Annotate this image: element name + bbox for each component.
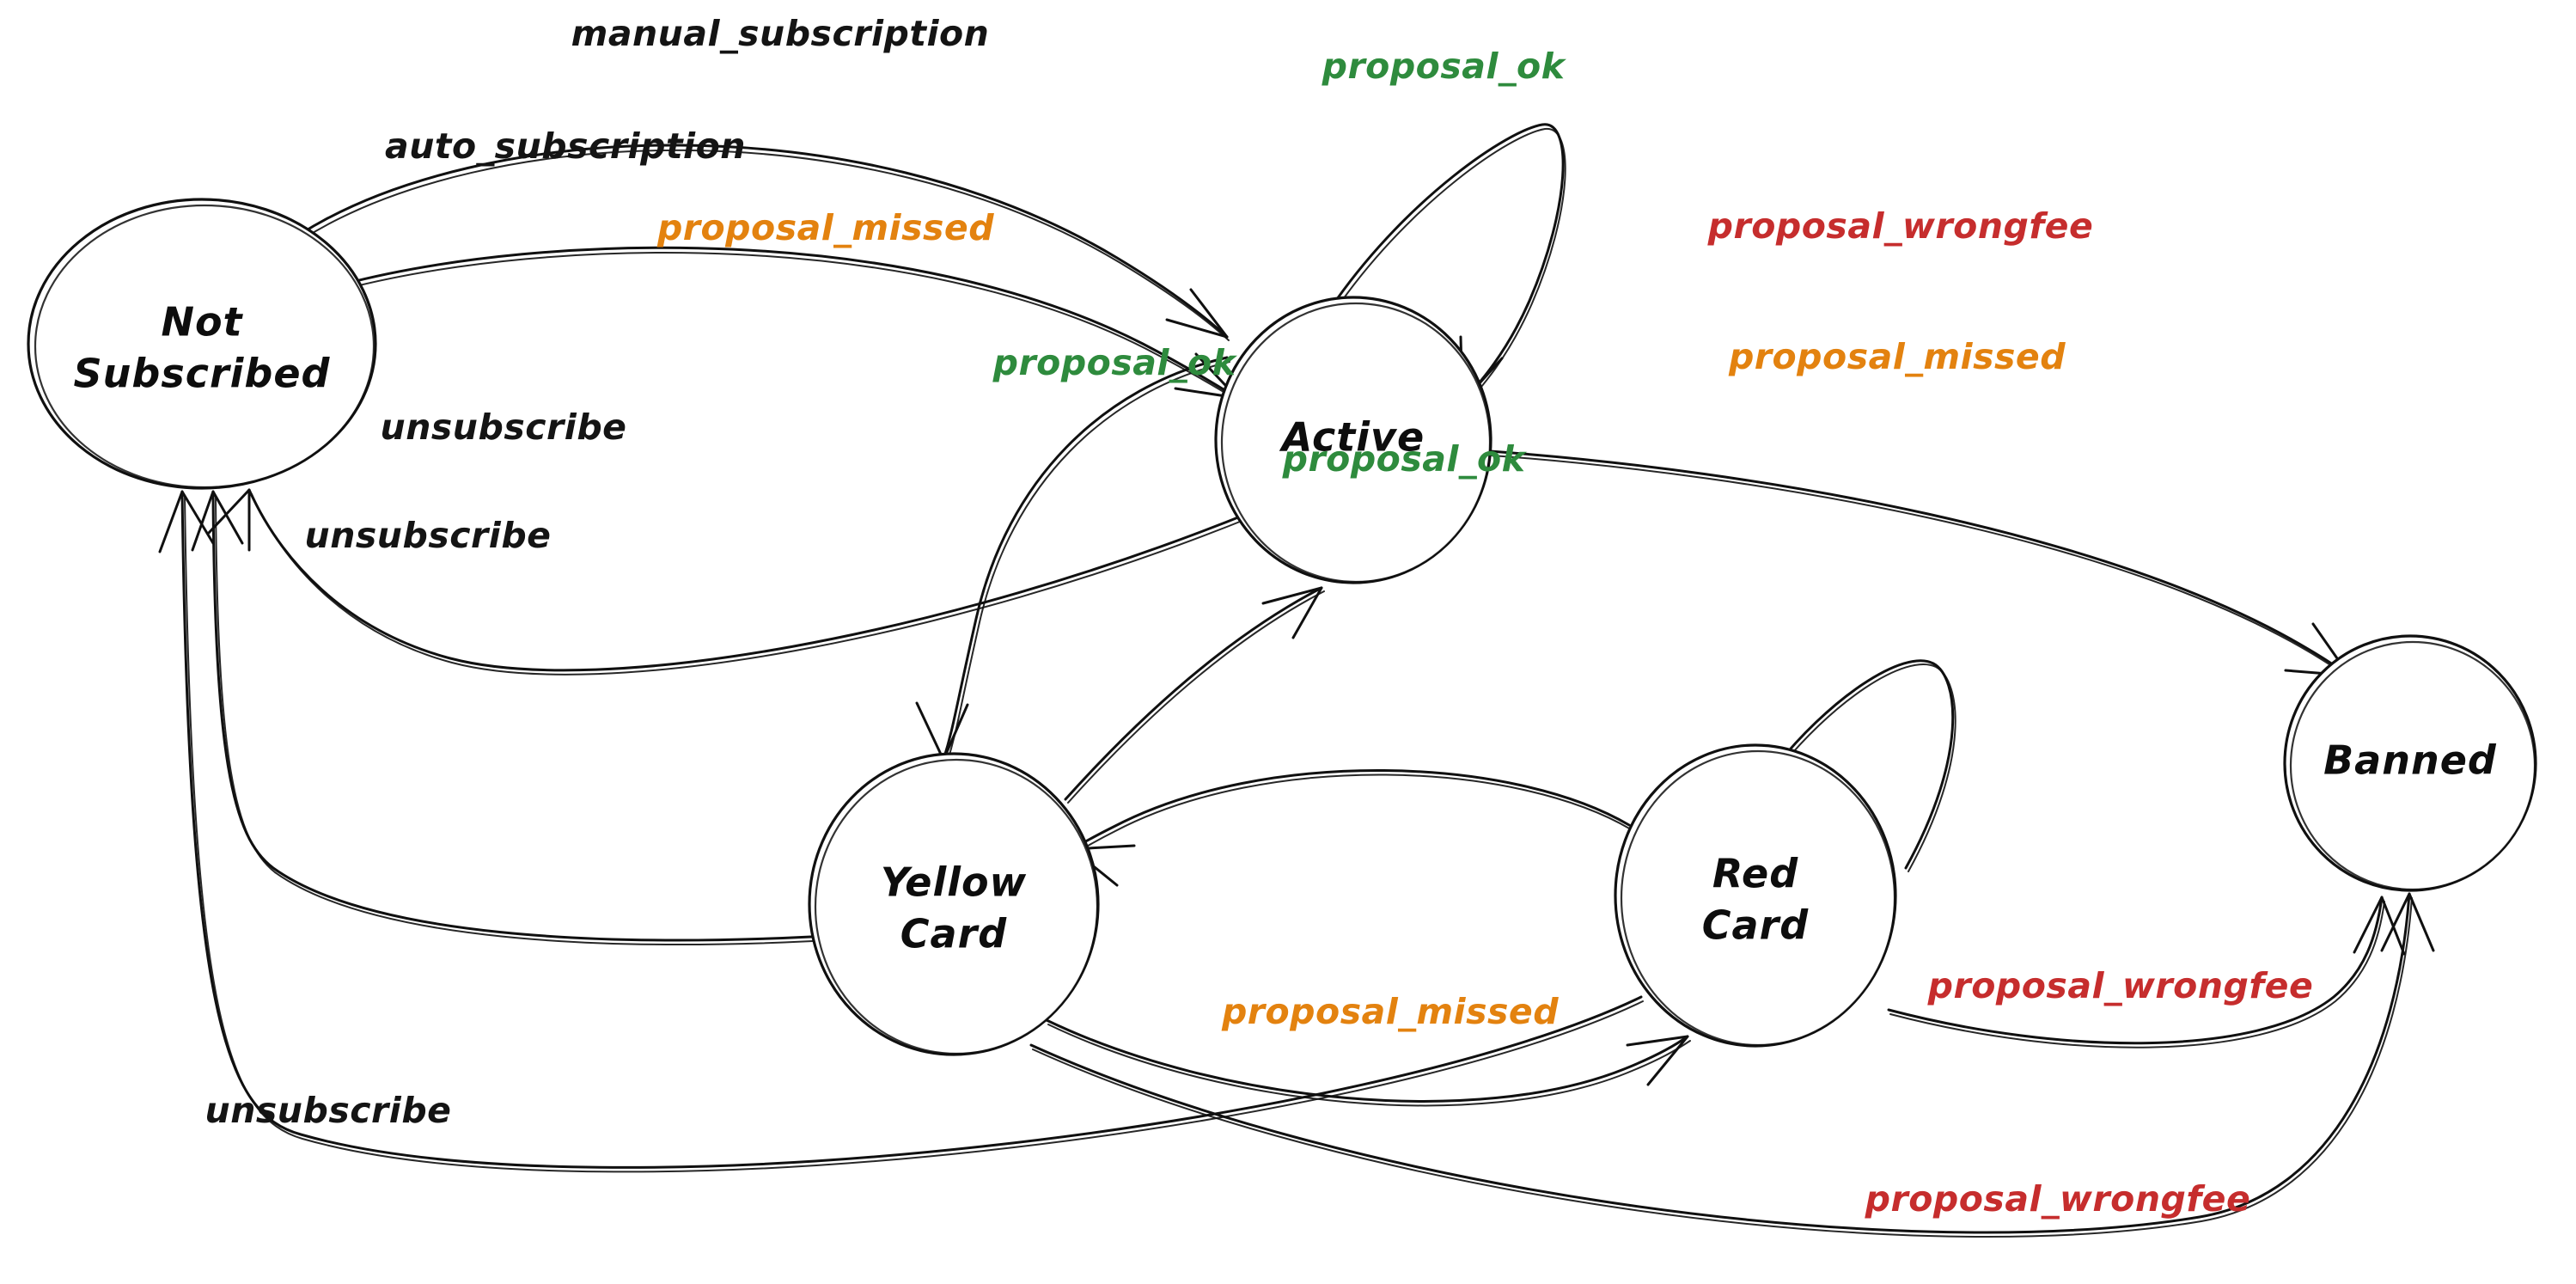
edge-yellow-to-banned-proposal-wrongfee[interactable] [1029,892,2435,1238]
edge-label-yellow-to-active-ok: proposal_ok [992,342,1238,383]
edge-manual-subscription[interactable] [299,144,1230,341]
edge-yellow-to-notsub-unsubscribe[interactable] [191,490,814,945]
edge-yellow-to-active-proposal-ok[interactable] [1064,586,1325,804]
edge-label-auto-subscription: auto_subscription [385,125,746,167]
state-label-banned: Banned [2323,737,2497,784]
state-node-yellow-card[interactable]: Yellow Card [808,752,1100,1056]
edge-label-yellow-to-notsub-unsubscribe: unsubscribe [305,515,552,556]
edge-label-manual-subscription: manual_subscription [571,13,990,54]
edge-label-active-self-proposal-ok: proposal_ok [1322,46,1567,87]
state-label-yellow-card-line1: Yellow [881,859,1027,906]
edge-red-to-notsub-unsubscribe[interactable] [158,490,1644,1173]
edge-label-active-to-yellow-missed: proposal_missed [656,207,994,248]
state-node-not-subscribed[interactable]: Not Subscribed [27,198,377,490]
state-label-active: Active [1279,414,1425,461]
state-label-not-subscribed-line2: Subscribed [74,351,331,397]
edge-label-red-to-banned-wrongfee: proposal_wrongfee [1927,965,2314,1006]
edge-active-to-banned-proposal-wrongfee[interactable] [1488,449,2353,680]
nodes-layer: Not Subscribed Active Yellow Card Red Ca… [27,198,2537,1056]
edges-layer [158,123,2435,1238]
state-label-red-card-line2: Card [1702,902,1809,949]
edge-label-yellow-to-banned-wrongfee: proposal_wrongfee [1865,1178,2251,1220]
state-label-red-card-line1: Red [1712,851,1798,897]
edge-label-active-to-banned-wrongfee: proposal_wrongfee [1707,205,2094,247]
edge-yellow-to-red-proposal-missed[interactable] [1045,1018,1691,1107]
edge-label-active-to-notsub-unsubscribe: unsubscribe [381,407,627,448]
state-node-active[interactable]: Active [1214,296,1492,584]
edge-label-red-to-yellow-ok: proposal_ok [1282,438,1528,480]
edge-label-red-to-notsub-unsubscribe: unsubscribe [205,1090,452,1131]
edge-active-to-yellow-proposal-missed[interactable] [915,356,1230,764]
state-node-red-card[interactable]: Red Card [1614,743,1897,1048]
edge-red-to-yellow-proposal-ok[interactable] [1071,769,1632,887]
state-node-banned[interactable]: Banned [2283,634,2537,892]
edge-labels-layer: manual_subscription auto_subscription pr… [205,13,2314,1220]
edge-label-yellow-to-red-missed: proposal_missed [1221,991,1559,1032]
state-label-yellow-card-line2: Card [900,911,1007,957]
edge-active-to-notsub-unsubscribe[interactable] [207,488,1254,676]
state-label-not-subscribed-line1: Not [161,299,243,345]
edge-label-red-self-missed: proposal_missed [1728,336,2066,377]
